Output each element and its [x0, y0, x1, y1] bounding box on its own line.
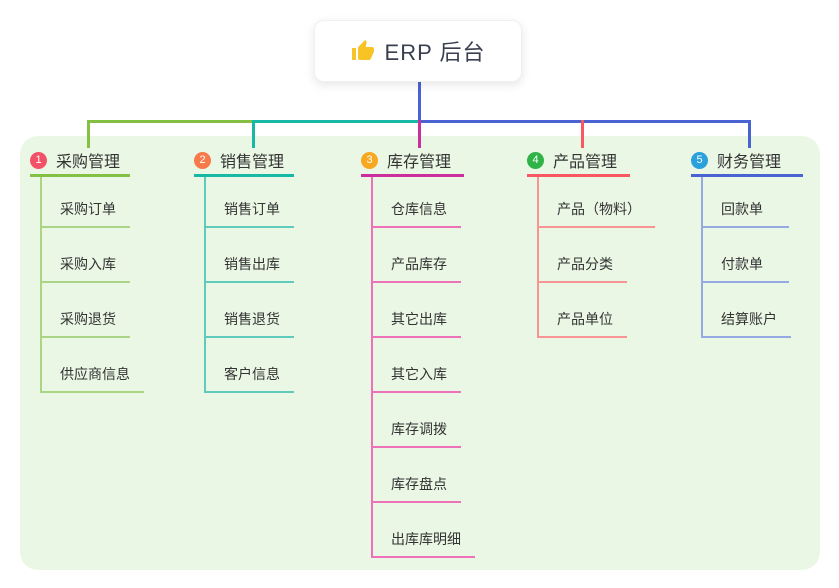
node-outbound-detail[interactable]: 出库库明细	[373, 503, 475, 558]
node-purchase-order[interactable]: 采购订单	[42, 177, 130, 228]
node-warehouse-info[interactable]: 仓库信息	[373, 177, 461, 228]
branch-sales: 2 销售管理 销售订单 销售出库 销售退货 客户信息	[194, 146, 294, 393]
badge-3: 3	[361, 151, 378, 169]
branch-header-finance[interactable]: 5 财务管理	[691, 146, 803, 177]
connector-segment-sales	[252, 120, 419, 123]
branch-title: 产品管理	[553, 154, 618, 171]
branch-children: 回款单 付款单 结算账户	[701, 177, 803, 338]
node-settlement-account[interactable]: 结算账户	[703, 283, 791, 338]
node-purchase-inbound[interactable]: 采购入库	[42, 228, 130, 283]
branch-title: 销售管理	[220, 154, 285, 171]
branch-drop-purchase	[87, 120, 90, 148]
node-sales-order[interactable]: 销售订单	[206, 177, 294, 228]
node-sales-outbound[interactable]: 销售出库	[206, 228, 294, 283]
root-node-erp[interactable]: ERP 后台	[314, 20, 522, 82]
branch-drop-inventory	[418, 120, 421, 148]
node-product-category[interactable]: 产品分类	[539, 228, 627, 283]
node-product-unit[interactable]: 产品单位	[539, 283, 627, 338]
branch-drop-product	[581, 120, 584, 148]
badge-5: 5	[691, 151, 708, 169]
node-purchase-return[interactable]: 采购退货	[42, 283, 130, 338]
thumbs-up-icon	[351, 40, 374, 60]
branch-children: 采购订单 采购入库 采购退货 供应商信息	[40, 177, 144, 393]
node-payment-order[interactable]: 付款单	[703, 228, 789, 283]
node-stock-taking[interactable]: 库存盘点	[373, 448, 461, 503]
root-title: ERP 后台	[384, 40, 486, 65]
branch-header-sales[interactable]: 2 销售管理	[194, 146, 294, 177]
branches-panel	[20, 136, 820, 570]
branch-children: 产品（物料） 产品分类 产品单位	[537, 177, 655, 338]
branch-children: 仓库信息 产品库存 其它出库 其它入库 库存调拨 库存盘点 出库库明细	[371, 177, 475, 558]
branch-title: 库存管理	[387, 154, 452, 171]
branch-inventory: 3 库存管理 仓库信息 产品库存 其它出库 其它入库 库存调拨 库存盘点 出库库…	[361, 146, 475, 558]
node-stock-transfer[interactable]: 库存调拨	[373, 393, 461, 448]
branch-purchase: 1 采购管理 采购订单 采购入库 采购退货 供应商信息	[30, 146, 144, 393]
branch-children: 销售订单 销售出库 销售退货 客户信息	[204, 177, 294, 393]
root-connector-line	[418, 82, 421, 122]
node-customer-info[interactable]: 客户信息	[206, 338, 294, 393]
branch-title: 财务管理	[717, 154, 782, 171]
badge-2: 2	[194, 151, 211, 169]
node-product-material[interactable]: 产品（物料）	[539, 177, 655, 228]
node-receipt-order[interactable]: 回款单	[703, 177, 789, 228]
branch-drop-sales	[252, 120, 255, 148]
branch-header-purchase[interactable]: 1 采购管理	[30, 146, 130, 177]
branch-header-inventory[interactable]: 3 库存管理	[361, 146, 464, 177]
node-product-stock[interactable]: 产品库存	[373, 228, 461, 283]
branch-header-product[interactable]: 4 产品管理	[527, 146, 630, 177]
connector-segment-purchase	[87, 120, 252, 123]
node-other-inbound[interactable]: 其它入库	[373, 338, 461, 393]
branch-drop-finance	[748, 120, 751, 148]
badge-4: 4	[527, 151, 544, 169]
node-sales-return[interactable]: 销售退货	[206, 283, 294, 338]
connector-segment-finance	[419, 120, 751, 123]
node-supplier-info[interactable]: 供应商信息	[42, 338, 144, 393]
node-other-outbound[interactable]: 其它出库	[373, 283, 461, 338]
branch-finance: 5 财务管理 回款单 付款单 结算账户	[691, 146, 803, 338]
branch-title: 采购管理	[56, 154, 121, 171]
branch-product: 4 产品管理 产品（物料） 产品分类 产品单位	[527, 146, 655, 338]
badge-1: 1	[30, 151, 47, 169]
